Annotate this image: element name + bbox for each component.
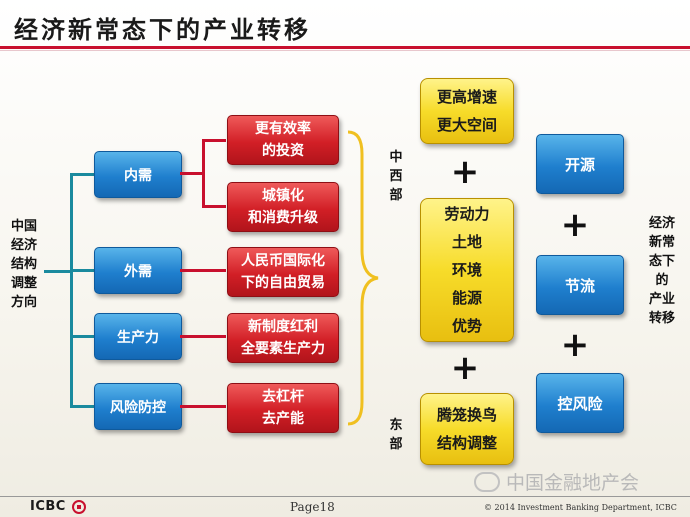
footer-divider	[0, 496, 690, 497]
box-label: 开源	[564, 155, 595, 174]
factor-label: 城镇化 和消费升级	[248, 188, 318, 226]
title-underline-thin	[0, 50, 690, 51]
plus-sign: +	[560, 325, 590, 365]
connector-trunk	[44, 270, 72, 273]
connector-red	[202, 139, 226, 142]
driver-risk-control: 风险防控	[94, 383, 182, 430]
connector-branch	[70, 405, 94, 408]
factor-label: 人民币国际化 下的自由贸易	[241, 253, 325, 291]
left-label: 中国 经济 结构 调整 方向	[8, 217, 40, 312]
region-char: 中	[389, 150, 403, 165]
factor-urbanization: 城镇化 和消费升级	[227, 182, 339, 232]
plus-sign: +	[560, 205, 590, 245]
connector-red-spine	[202, 139, 205, 208]
watermark: 中国金融地产会	[474, 468, 639, 495]
plus-sign: +	[450, 348, 480, 388]
factor-efficient-investment: 更有效率 的投资	[227, 115, 339, 165]
driver-label: 生产力	[117, 329, 159, 346]
factor-label: 更有效率 的投资	[255, 121, 311, 159]
icbc-emblem-icon	[71, 499, 86, 514]
left-label-line: 经济	[10, 238, 37, 253]
driver-label: 内需	[124, 167, 152, 184]
connector-branch	[70, 173, 94, 176]
box-label: 节流	[564, 276, 595, 295]
driver-label: 外需	[124, 263, 152, 280]
box-comparative-advantage: 劳动力 土地 环境 能源 优势	[420, 198, 514, 342]
right-label: 经济 新常 态下 的 产业 转移	[640, 214, 684, 328]
region-label-midwest: 中 西 部	[386, 148, 406, 205]
region-label-east: 东 部	[386, 416, 406, 454]
left-label-line: 结构	[10, 257, 37, 272]
copyright: © 2014 Investment Banking Department, IC…	[484, 503, 677, 512]
left-label-line: 方向	[10, 295, 37, 310]
connector-red	[180, 269, 226, 272]
right-label-line: 态下	[648, 254, 675, 269]
curly-brace	[347, 130, 379, 426]
box-restructuring: 腾笼换鸟 结构调整	[420, 393, 514, 465]
right-label-line: 经济	[648, 216, 675, 231]
connector-branch	[70, 269, 94, 272]
wechat-icon	[474, 471, 500, 492]
right-label-line: 新常	[648, 235, 675, 250]
title-underline	[0, 46, 690, 49]
watermark-text: 中国金融地产会	[506, 472, 640, 494]
box-label: 腾笼换鸟 结构调整	[436, 406, 497, 452]
box-higher-growth: 更高增速 更大空间	[420, 78, 514, 144]
connector-branch	[70, 335, 94, 338]
box-open-source: 开源	[536, 134, 624, 194]
right-label-line: 的	[655, 273, 669, 288]
box-risk-control: 控风险	[536, 373, 624, 433]
factor-label: 新制度红利 全要素生产力	[241, 319, 325, 357]
connector-red	[202, 205, 226, 208]
box-cost-saving: 节流	[536, 255, 624, 315]
driver-domestic-demand: 内需	[94, 151, 182, 198]
driver-productivity: 生产力	[94, 313, 182, 360]
right-label-line: 产业	[648, 292, 675, 307]
driver-label: 风险防控	[110, 399, 166, 416]
plus-sign: +	[450, 152, 480, 192]
icbc-logo: ICBC	[30, 499, 86, 514]
logo-text: ICBC	[30, 499, 66, 514]
region-char: 东	[389, 418, 403, 433]
factor-free-trade: 人民币国际化 下的自由贸易	[227, 247, 339, 297]
box-label: 更高增速 更大空间	[436, 88, 497, 134]
driver-external-demand: 外需	[94, 247, 182, 294]
factor-institutional-dividend: 新制度红利 全要素生产力	[227, 313, 339, 363]
left-label-line: 调整	[10, 276, 37, 291]
region-char: 部	[389, 188, 403, 203]
right-label-line: 转移	[648, 311, 675, 326]
left-label-line: 中国	[10, 219, 37, 234]
page-number: Page18	[290, 500, 335, 514]
connector-red	[180, 405, 226, 408]
connector-red	[180, 172, 204, 175]
slide-title: 经济新常态下的产业转移	[14, 15, 311, 44]
connector-spine	[70, 173, 73, 407]
factor-label: 去杠杆 去产能	[262, 389, 304, 427]
region-char: 西	[389, 169, 403, 184]
box-label: 劳动力 土地 环境 能源 优势	[444, 205, 490, 335]
box-label: 控风险	[557, 394, 603, 413]
connector-red	[180, 335, 226, 338]
region-char: 部	[389, 437, 403, 452]
factor-deleveraging: 去杠杆 去产能	[227, 383, 339, 433]
